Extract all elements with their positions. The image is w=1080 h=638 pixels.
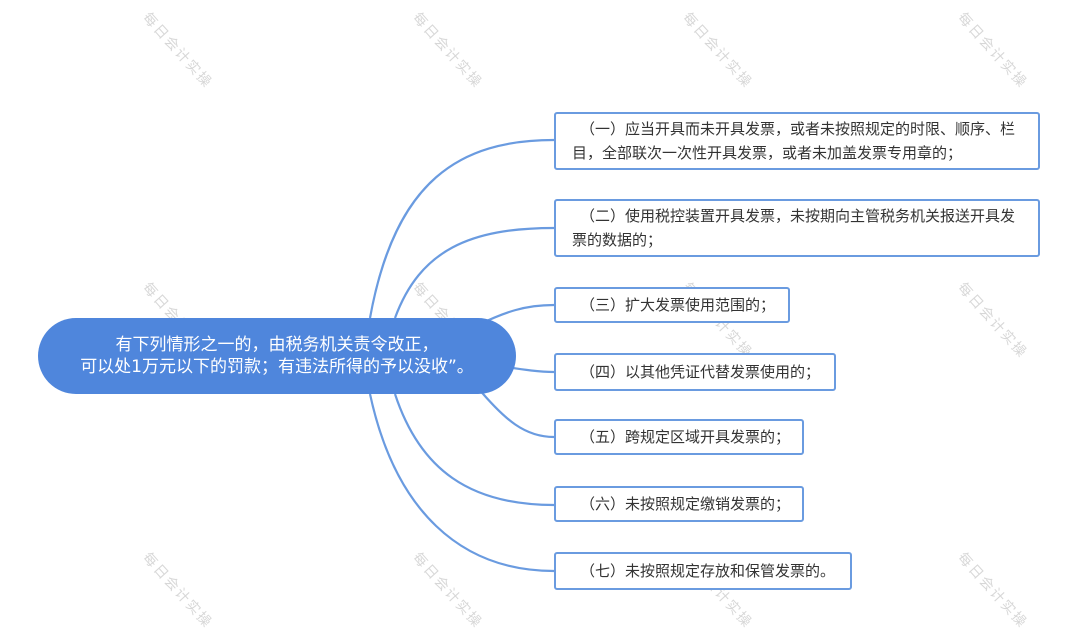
connector-1 [368,138,555,319]
branch-topic-text: （三）扩大发票使用范围的； [580,296,776,314]
branch-topic-2[interactable]: （二）使用税控装置开具发票，未按期向主管税务机关报送开具发票的数据的； [554,199,1040,257]
branch-topic-4[interactable]: （四）以其他凭证代替发票使用的； [554,353,836,391]
root-topic-line-1: 有下列情形之一的，由税务机关责令改正， [115,335,439,355]
branch-topic-1[interactable]: （一）应当开具而未开具发票，或者未按照规定的时限、顺序、栏目，全部联次一次性开具… [554,112,1040,170]
branch-topic-3[interactable]: （三）扩大发票使用范围的； [554,287,790,323]
branch-topic-6[interactable]: （六）未按照规定缴销发票的； [554,486,804,522]
connector-2 [393,226,555,319]
connector-6 [393,393,555,507]
branch-topic-text: （二）使用税控装置开具发票，未按期向主管税务机关报送开具发票的数据的； [572,207,1016,249]
branch-topic-text: （七）未按照规定存放和保管发票的。 [580,562,836,580]
branch-topic-text: （六）未按照规定缴销发票的； [580,495,791,513]
connector-5 [477,387,555,439]
branch-topic-text: （四）以其他凭证代替发票使用的； [580,363,821,381]
branch-topic-7[interactable]: （七）未按照规定存放和保管发票的。 [554,552,852,590]
branch-topic-text: （一）应当开具而未开具发票，或者未按照规定的时限、顺序、栏目，全部联次一次性开具… [572,120,1016,162]
branch-topic-text: （五）跨规定区域开具发票的； [580,428,791,446]
root-topic-line-2: 可以处1万元以下的罚款；有违法所得的予以没收”。 [80,357,474,377]
connector-7 [368,393,555,573]
branch-topic-5[interactable]: （五）跨规定区域开具发票的； [554,419,804,455]
root-topic[interactable]: 有下列情形之一的，由税务机关责令改正， 可以处1万元以下的罚款；有违法所得的予以… [38,318,516,394]
